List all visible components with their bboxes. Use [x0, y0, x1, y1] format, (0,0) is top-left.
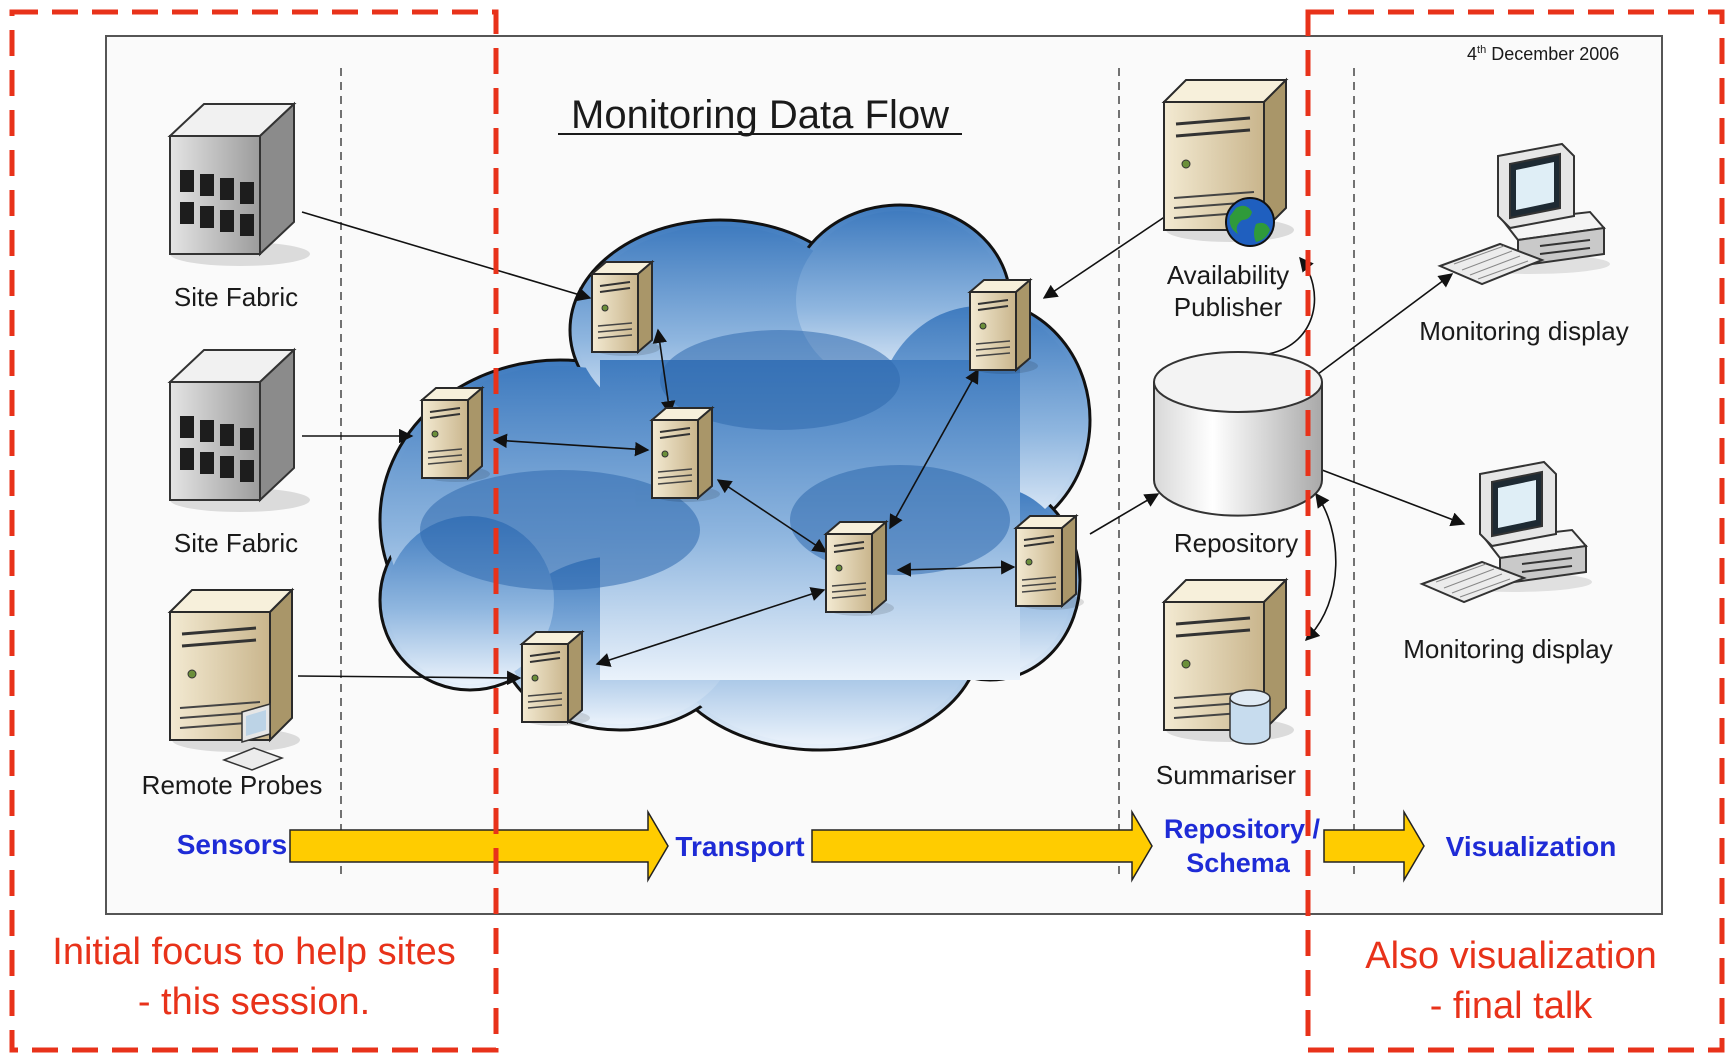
transport-server-7 — [521, 631, 591, 727]
summariser-icon — [1162, 578, 1296, 744]
monitoring-display-label-1: Monitoring display — [1419, 316, 1629, 346]
annotation-right-line-2: - final talk — [1430, 985, 1594, 1027]
transport-server-2 — [421, 387, 491, 483]
stage-repository-line-2: Schema — [1186, 848, 1291, 878]
transport-server-1 — [591, 261, 661, 357]
site-fabric-label-1: Site Fabric — [174, 282, 298, 312]
remote-probes-label: Remote Probes — [142, 770, 323, 800]
probe-terminal-icon — [221, 703, 285, 771]
transport-server-4 — [969, 279, 1039, 375]
transport-server-5 — [825, 521, 895, 617]
diagram-title: Monitoring Data Flow — [571, 93, 949, 137]
transport-server-3 — [651, 407, 721, 503]
database-icon — [1229, 689, 1271, 745]
connectors — [297, 211, 1466, 686]
remote-probes-icon — [168, 588, 302, 754]
stage-sensors: Sensors — [177, 829, 288, 860]
summariser-label: Summariser — [1156, 760, 1296, 790]
stage-transport: Transport — [675, 831, 804, 862]
column-separators — [340, 68, 1355, 880]
stage-flow-arrows — [289, 809, 1425, 883]
availability-publisher-label-line-2: Publisher — [1174, 292, 1283, 322]
repository-label: Repository — [1174, 528, 1298, 558]
highlight-box-left — [9, 9, 499, 1053]
annotation-right-line-1: Also visualization — [1365, 935, 1656, 977]
globe-icon — [1225, 197, 1275, 247]
highlight-box-right — [1305, 9, 1725, 1053]
stage-visualization: Visualization — [1446, 831, 1617, 862]
annotation-left-line-2: - this session. — [138, 981, 370, 1023]
stage-repository-line-1: Repository / — [1164, 814, 1321, 844]
highlight-boxes — [9, 9, 1725, 1053]
transport-server-6 — [1015, 515, 1085, 611]
availability-publisher-label-line-1: Availability — [1167, 260, 1289, 290]
monitoring-display-label-2: Monitoring display — [1403, 634, 1613, 664]
repository-cylinder-icon — [1153, 351, 1323, 517]
site-fabric-label-2: Site Fabric — [174, 528, 298, 558]
annotation-left-line-1: Initial focus to help sites — [52, 931, 455, 973]
